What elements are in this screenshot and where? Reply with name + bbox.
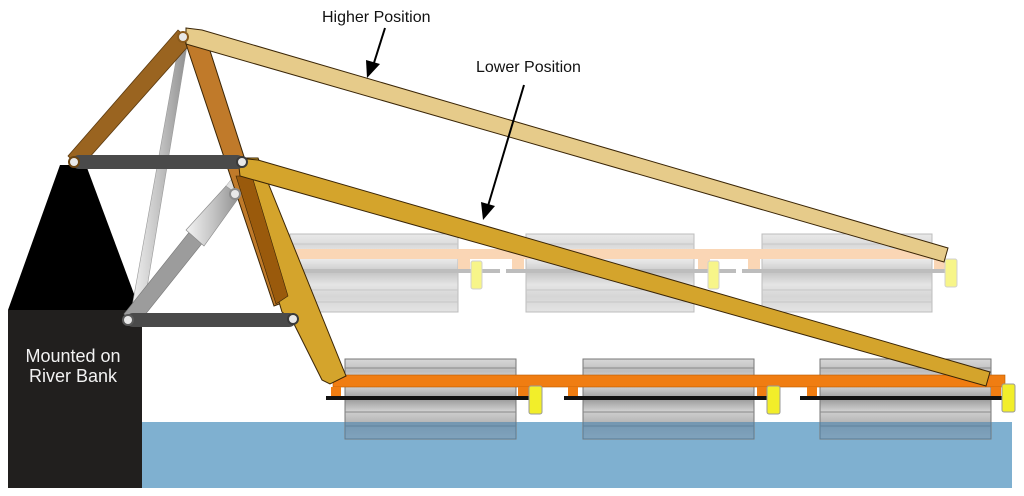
label-river-bank: Mounted on River Bank <box>8 346 138 386</box>
roller-high-2 <box>707 260 720 290</box>
bank-label-line1: Mounted on <box>25 346 121 366</box>
rail-low-3 <box>800 396 1006 400</box>
pivot-pins <box>68 31 299 326</box>
arrow-lower-position <box>481 84 525 220</box>
deck-high <box>296 249 946 259</box>
label-lower-position: Lower Position <box>476 59 581 76</box>
roller-low-2 <box>766 385 781 415</box>
river-bank-mount <box>8 165 142 488</box>
bank-label-line2: River Bank <box>28 366 118 386</box>
roller-low-3 <box>1001 383 1016 413</box>
label-higher-position: Higher Position <box>322 9 431 26</box>
rail-low-1 <box>326 396 532 400</box>
rail-low-2 <box>564 396 770 400</box>
top-link-bar <box>72 155 244 169</box>
deck-low <box>332 374 1006 388</box>
ramp-lower <box>237 157 991 387</box>
bottom-link-bar <box>126 313 296 327</box>
hydraulic-cylinder <box>123 167 247 327</box>
lower-position-assembly <box>326 358 1016 440</box>
roller-low-1 <box>528 385 543 415</box>
roller-high-1 <box>470 260 483 290</box>
arrow-higher-position <box>366 27 386 78</box>
roller-high-3 <box>944 258 958 288</box>
